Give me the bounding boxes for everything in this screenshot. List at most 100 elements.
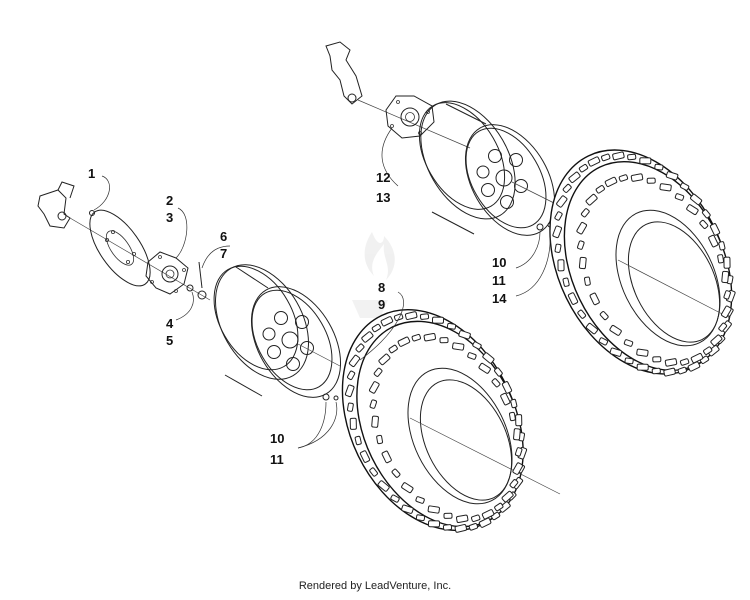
tread-lug xyxy=(498,501,511,513)
tread-lug xyxy=(369,399,378,409)
callout-7: 7 xyxy=(220,246,227,261)
tread-lug xyxy=(482,352,495,364)
tread-lug xyxy=(679,358,690,366)
tread-lug xyxy=(481,509,495,520)
tread-lug xyxy=(494,502,504,512)
tread-lug xyxy=(427,520,441,528)
tread-lug xyxy=(552,225,563,239)
tread-lug xyxy=(369,467,378,477)
tread-lug xyxy=(388,344,398,354)
tread-lug xyxy=(401,482,414,494)
tread-lug xyxy=(703,346,713,355)
tread-lug xyxy=(554,211,563,221)
valve-stem xyxy=(198,261,203,289)
callout-5: 5 xyxy=(166,333,173,348)
rear-tire-tread xyxy=(552,151,736,377)
tread-lug xyxy=(491,378,501,388)
tread-lug xyxy=(609,347,623,357)
callout-11-rear: 11 xyxy=(492,273,506,288)
lug-nut-rear xyxy=(536,223,544,231)
tread-lug xyxy=(513,428,521,441)
tread-lug xyxy=(612,151,625,161)
tread-lug xyxy=(380,316,394,327)
tread-lug xyxy=(609,324,622,336)
tread-lug xyxy=(494,367,503,377)
callout-6: 6 xyxy=(220,229,227,244)
tread-lug xyxy=(442,524,453,531)
tread-lug xyxy=(377,480,390,492)
tread-lug xyxy=(595,185,605,194)
tread-lug xyxy=(361,331,374,343)
tread-lug xyxy=(355,343,365,353)
washer-part-4 xyxy=(186,284,194,292)
tread-lug xyxy=(580,208,590,218)
tread-lug xyxy=(663,367,676,377)
tread-lug xyxy=(708,234,719,248)
tread-lug xyxy=(373,367,383,377)
tread-lug xyxy=(431,316,445,324)
tread-lug xyxy=(585,322,598,335)
tread-lug xyxy=(423,333,437,342)
tread-lug xyxy=(630,173,644,182)
steering-knuckle xyxy=(37,181,211,301)
callout-11-front: 11 xyxy=(270,452,284,467)
tread-lug xyxy=(652,356,662,363)
brake-disc xyxy=(89,209,151,287)
tread-lug xyxy=(419,313,430,320)
tread-lug xyxy=(500,392,511,406)
callout-8: 8 xyxy=(378,280,385,295)
tread-lug xyxy=(359,450,371,463)
tread-lug xyxy=(646,177,656,184)
wheel-hub xyxy=(145,251,189,295)
tread-lug xyxy=(557,259,565,272)
tread-lug xyxy=(589,292,600,306)
tread-lug xyxy=(455,514,469,523)
rear-wheel-assembly xyxy=(325,41,736,377)
tread-lug xyxy=(472,341,482,350)
tread-lug xyxy=(639,157,652,165)
tread-lug xyxy=(390,494,400,503)
tread-lug xyxy=(446,322,457,330)
tread-lug xyxy=(677,366,687,375)
tread-lug xyxy=(598,337,609,346)
tread-lug xyxy=(468,523,479,531)
tread-lug xyxy=(391,468,401,478)
tread-lug xyxy=(717,254,724,264)
tread-lug xyxy=(439,337,449,344)
tread-lug xyxy=(665,171,679,181)
tread-lug xyxy=(443,512,453,519)
tread-lug xyxy=(636,363,649,371)
tread-lug xyxy=(624,357,634,365)
tread-lug xyxy=(381,450,392,464)
tread-lug xyxy=(576,221,587,235)
lug-nut-front xyxy=(322,393,330,401)
tread-lug xyxy=(515,414,523,427)
tread-lug xyxy=(454,524,468,533)
tread-lug xyxy=(636,348,649,357)
callout-4: 4 xyxy=(166,316,174,331)
tread-lug xyxy=(585,193,598,206)
callout-10-front: 10 xyxy=(270,431,284,446)
tread-lug xyxy=(478,517,492,528)
tread-lug xyxy=(467,352,477,360)
tread-lug xyxy=(654,163,664,171)
callout-3: 3 xyxy=(166,210,173,225)
tread-lug xyxy=(415,496,425,504)
tread-lug xyxy=(556,195,568,208)
nut-part-5 xyxy=(197,290,207,300)
callout-2: 2 xyxy=(166,193,173,208)
tread-lug xyxy=(562,183,572,193)
rear-rim xyxy=(418,100,561,236)
tread-lug xyxy=(721,270,730,284)
rear-hub xyxy=(385,95,435,139)
tread-lug xyxy=(710,334,723,347)
tread-lug xyxy=(346,402,354,412)
tread-lug xyxy=(587,156,601,167)
tread-lug xyxy=(369,381,380,394)
tread-lug xyxy=(686,204,699,216)
tread-lug xyxy=(690,193,703,206)
leader-lines xyxy=(93,127,551,449)
callout-labels: 1 2 3 4 5 6 7 8 9 10 11 12 13 10 11 14 xyxy=(88,166,507,467)
tread-lug xyxy=(718,322,728,332)
